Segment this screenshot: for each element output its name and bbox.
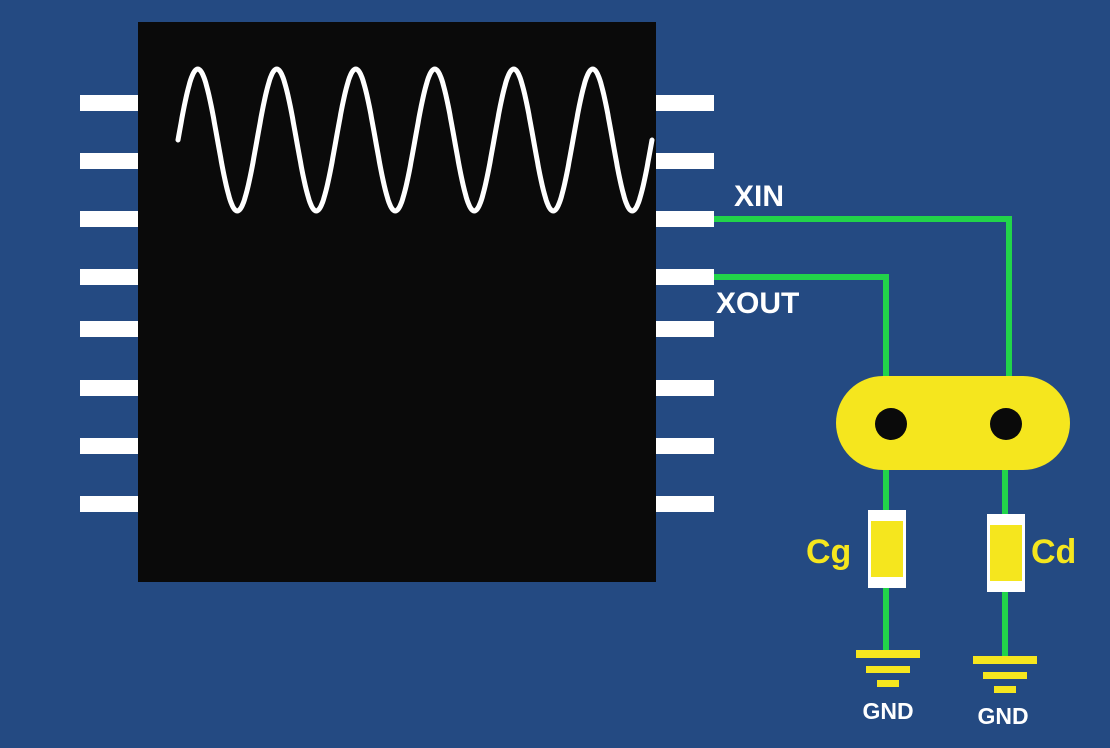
cg-label: Cg xyxy=(806,533,851,571)
chip-pin-left-7 xyxy=(80,438,138,454)
chip-right-pins xyxy=(656,95,714,512)
chip-pin-right-2 xyxy=(656,153,714,169)
gnd-label-left: GND xyxy=(862,698,913,724)
chip-pin-right-4 xyxy=(656,269,714,285)
chip-pin-left-4 xyxy=(80,269,138,285)
chip-pin-right-1 xyxy=(656,95,714,111)
chip-pin-right-7 xyxy=(656,438,714,454)
ground-symbol-right xyxy=(973,656,1037,693)
gnd-label-right: GND xyxy=(977,703,1028,729)
chip-pin-left-8 xyxy=(80,496,138,512)
xin-trace xyxy=(714,216,1012,378)
chip-pin-left-6 xyxy=(80,380,138,396)
crystal-pad-left xyxy=(875,408,907,440)
chip-pin-left-5 xyxy=(80,321,138,337)
chip-pin-right-5 xyxy=(656,321,714,337)
cd-label: Cd xyxy=(1031,533,1076,571)
crystal-pad-right xyxy=(990,408,1022,440)
traces xyxy=(714,216,1012,656)
xout-label: XOUT xyxy=(716,287,799,320)
xin-label: XIN xyxy=(734,180,784,213)
xout-trace xyxy=(714,274,889,378)
chip-pin-right-3 xyxy=(656,211,714,227)
chip-pin-right-8 xyxy=(656,496,714,512)
chip-pin-left-2 xyxy=(80,153,138,169)
crystal-body xyxy=(836,376,1070,470)
chip-body xyxy=(138,22,656,582)
chip-pin-right-6 xyxy=(656,380,714,396)
ground-symbol-left xyxy=(856,650,920,687)
chip-pin-left-3 xyxy=(80,211,138,227)
sine-waveform xyxy=(175,66,655,214)
capacitor-cd xyxy=(987,514,1025,592)
crystal xyxy=(836,376,1070,470)
chip-pin-left-1 xyxy=(80,95,138,111)
capacitor-cg xyxy=(868,510,906,588)
chip-left-pins xyxy=(80,95,138,512)
